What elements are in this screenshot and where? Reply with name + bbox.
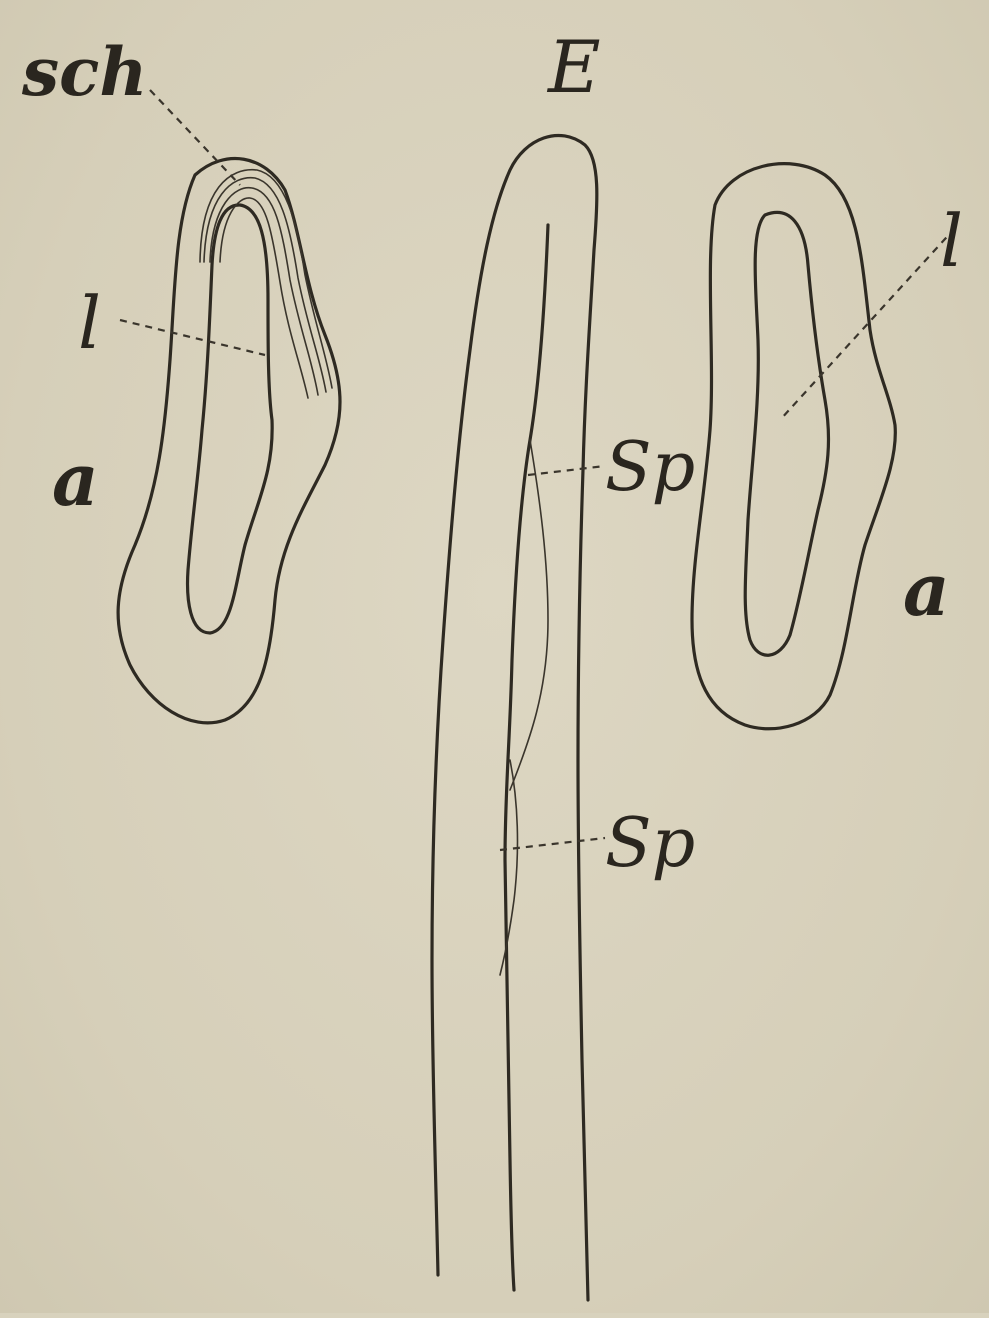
upper-septum-line	[510, 440, 548, 790]
left-lobe-outline	[118, 159, 340, 723]
label-left-l: l	[78, 281, 101, 365]
lower-septum-line	[500, 760, 517, 975]
upper-sp-leader	[528, 466, 605, 475]
label-right-l: l	[940, 199, 963, 283]
center-left-edge	[432, 135, 597, 1300]
label-sch: sch	[21, 33, 147, 111]
label-lower-sp: Sp	[605, 804, 695, 883]
lower-sp-leader	[500, 838, 605, 850]
center-inner-edge	[505, 225, 548, 1290]
right-lobe-cavity	[745, 212, 828, 655]
label-right-a: a	[903, 547, 950, 632]
label-E: E	[546, 25, 601, 109]
left-lobe-layer-3	[200, 170, 332, 388]
sch-leader	[150, 90, 240, 185]
right-lobe-outline	[692, 164, 895, 729]
label-upper-sp: Sp	[605, 428, 695, 507]
left-lobe-cavity	[188, 205, 273, 633]
left-lobe-layer-1	[210, 188, 318, 395]
left-l-leader	[120, 320, 265, 355]
label-left-a: a	[52, 437, 99, 522]
